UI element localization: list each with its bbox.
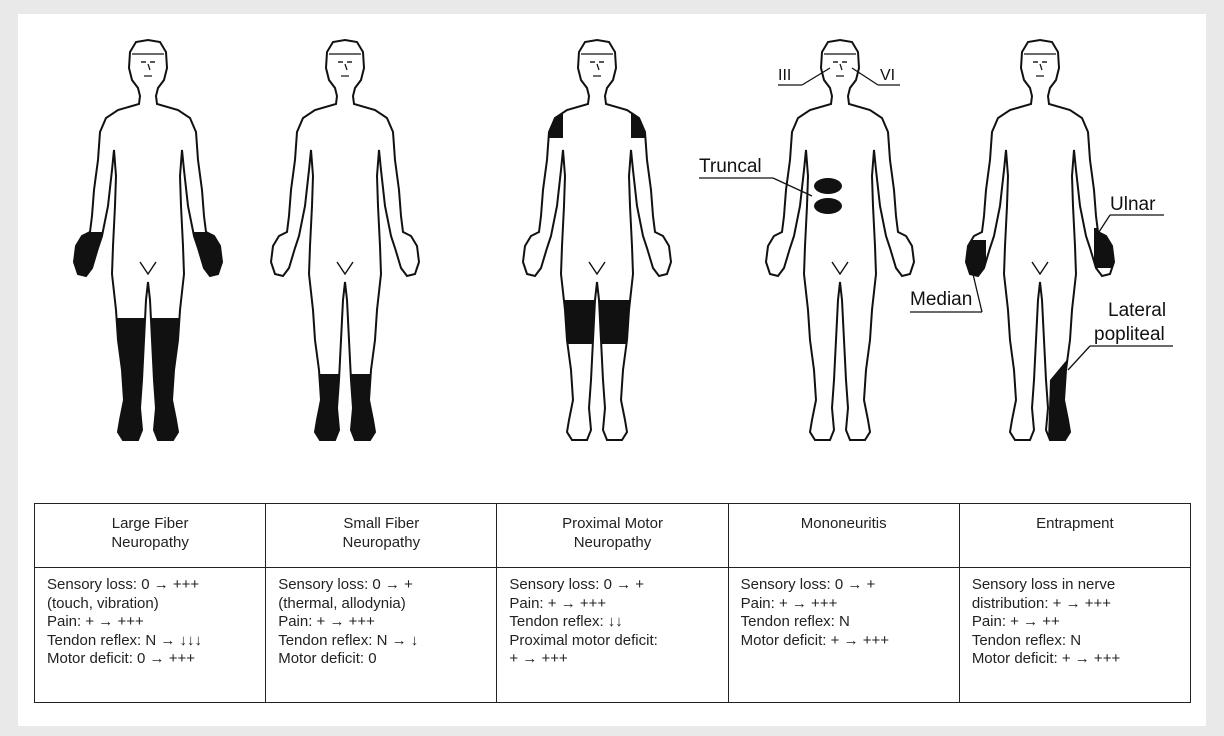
truncal-label: Truncal — [699, 156, 812, 196]
body-figures: III VI Truncal Ulnar Median Lateral popl… — [0, 0, 1224, 500]
finding-line: distribution: + → +++ — [972, 595, 1180, 614]
truncal-patch — [814, 178, 842, 194]
column-header: Large Fiber Neuropathy — [35, 504, 265, 568]
finding-line: Tendon reflex: ↓↓ — [509, 613, 717, 632]
body-figure — [766, 40, 914, 440]
finding-line: Sensory loss: 0 → +++ — [47, 576, 255, 595]
column-body: Sensory loss: 0 → +Pain: + → +++Tendon r… — [729, 568, 959, 650]
finding-line: Pain: + → +++ — [47, 613, 255, 632]
finding-line: Motor deficit: + → +++ — [972, 650, 1180, 669]
column-header: Proximal Motor Neuropathy — [497, 504, 727, 568]
body-figure — [271, 40, 419, 448]
body-figure — [523, 40, 671, 440]
svg-text:Median: Median — [910, 289, 972, 310]
finding-line: + → +++ — [509, 650, 717, 669]
finding-line: Tendon reflex: N — [741, 613, 949, 632]
finding-line: Pain: + → +++ — [741, 595, 949, 614]
finding-line: (touch, vibration) — [47, 595, 255, 614]
svg-text:VI: VI — [880, 67, 895, 84]
finding-line: Tendon reflex: N — [972, 632, 1180, 651]
column-body: Sensory loss: 0 → +(thermal, allodynia)P… — [266, 568, 496, 669]
column-body: Sensory loss: 0 → +++(touch, vibration)P… — [35, 568, 265, 669]
body-figure — [960, 40, 1120, 440]
svg-text:Ulnar: Ulnar — [1110, 194, 1156, 215]
finding-line: Pain: + → ++ — [972, 613, 1180, 632]
finding-line: Sensory loss: 0 → + — [509, 576, 717, 595]
finding-line: Motor deficit: + → +++ — [741, 632, 949, 651]
finding-line: Pain: + → +++ — [278, 613, 486, 632]
finding-line: Proximal motor deficit: — [509, 632, 717, 651]
ulnar-label: Ulnar — [1097, 194, 1164, 235]
finding-line: Sensory loss: 0 → + — [278, 576, 486, 595]
svg-text:Truncal: Truncal — [699, 156, 762, 177]
svg-text:Lateral: Lateral — [1108, 300, 1166, 321]
body-figure — [68, 40, 228, 448]
median-label: Median — [910, 270, 982, 312]
column-header: Small Fiber Neuropathy — [266, 504, 496, 568]
finding-line: Tendon reflex: N → ↓ — [278, 632, 486, 651]
svg-text:popliteal: popliteal — [1094, 324, 1165, 345]
finding-line: Tendon reflex: N → ↓↓↓ — [47, 632, 255, 651]
finding-line: Motor deficit: 0 → +++ — [47, 650, 255, 669]
svg-text:III: III — [778, 67, 791, 84]
finding-line: Pain: + → +++ — [509, 595, 717, 614]
finding-line: Motor deficit: 0 — [278, 650, 486, 669]
finding-line: Sensory loss in nerve — [972, 576, 1180, 595]
finding-line: (thermal, allodynia) — [278, 595, 486, 614]
column-header: Entrapment — [960, 504, 1190, 568]
column-header: Mononeuritis — [729, 504, 959, 568]
column-body: Sensory loss: 0 → +Pain: + → +++Tendon r… — [497, 568, 727, 669]
finding-line: Sensory loss: 0 → + — [741, 576, 949, 595]
truncal-patch — [814, 198, 842, 214]
affected-region — [68, 232, 228, 448]
lateral-popliteal-label: Lateral popliteal — [1068, 300, 1173, 370]
